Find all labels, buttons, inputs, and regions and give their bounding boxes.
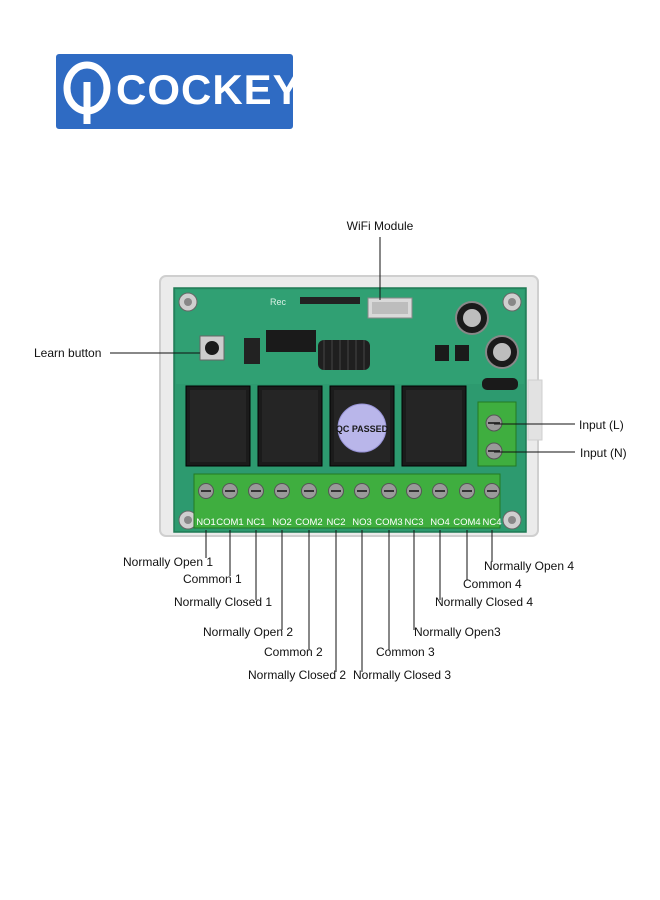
input-terminal-block: [477, 401, 517, 467]
terminal-screws: [198, 483, 500, 499]
terminal-screw: [301, 483, 317, 499]
enclosure-clip: [527, 379, 543, 441]
callout-nc2: Normally Closed 2: [248, 668, 346, 682]
callout-com1: Common 1: [183, 572, 242, 586]
capacitor: [485, 335, 519, 369]
relay-2: [257, 385, 323, 467]
terminal-screw: [484, 483, 500, 499]
terminal-label: NO3: [352, 517, 372, 528]
terminal-label: COM4: [453, 517, 480, 528]
callout-wifi-module: WiFi Module: [347, 219, 414, 233]
screw: [178, 292, 198, 312]
location-pin-icon: [63, 61, 111, 124]
antenna-coil: [318, 340, 370, 370]
jumper-block: [244, 338, 260, 364]
terminal-label: NC2: [326, 517, 345, 528]
terminal-screw: [406, 483, 422, 499]
output-terminal-block: [193, 473, 501, 529]
learn-button-component: [199, 335, 225, 361]
brand-name: COCKEY: [116, 66, 302, 113]
terminal-label: NC1: [246, 517, 265, 528]
bottom-leader-lines: [205, 530, 493, 672]
terminal-label: COM2: [295, 517, 322, 528]
relay-1: [185, 385, 251, 467]
terminal-screw: [328, 483, 344, 499]
callout-no4: Normally Open 4: [484, 559, 574, 573]
terminal-screw: [459, 483, 475, 499]
pcb-silk-text: Rec: [270, 297, 287, 307]
relay-4: [401, 385, 467, 467]
ic-chip: [266, 330, 316, 352]
callout-input-n: Input (N): [580, 446, 627, 460]
callout-input-l: Input (L): [579, 418, 624, 432]
screw: [502, 292, 522, 312]
terminal-label: NO2: [272, 517, 292, 528]
terminal-screw: [432, 483, 448, 499]
diode: [482, 378, 518, 390]
terminal-label: NC3: [404, 517, 423, 528]
brand-logo: COCKEY: [56, 54, 301, 129]
terminal-screw: [198, 483, 214, 499]
callout-nc1: Normally Closed 1: [174, 595, 272, 609]
callout-com2: Common 2: [264, 645, 323, 659]
callout-nc3: Normally Closed 3: [353, 668, 451, 682]
terminal-screw: [381, 483, 397, 499]
transistor: [435, 345, 449, 361]
terminal-label: COM3: [375, 517, 402, 528]
qc-sticker: QC PASSED: [336, 403, 389, 453]
terminal-label: NC4: [482, 517, 501, 528]
wifi-module-can: [372, 302, 408, 314]
callout-nc4: Normally Closed 4: [435, 595, 533, 609]
qc-sticker-text: QC PASSED: [336, 424, 389, 434]
terminal-label: COM1: [216, 517, 243, 528]
terminal-screw: [274, 483, 290, 499]
callout-com3: Common 3: [376, 645, 435, 659]
terminal-label: NO1: [196, 517, 216, 528]
callout-no1: Normally Open 1: [123, 555, 213, 569]
pin-header: [300, 297, 360, 304]
callout-no2: Normally Open 2: [203, 625, 293, 639]
capacitor: [455, 301, 489, 335]
terminal-screw: [222, 483, 238, 499]
terminal-screw: [248, 483, 264, 499]
transistor: [455, 345, 469, 361]
callout-com4: Common 4: [463, 577, 522, 591]
callout-learn-button: Learn button: [34, 346, 101, 360]
terminal-label: NO4: [430, 517, 450, 528]
screw: [502, 510, 522, 530]
terminal-screw: [354, 483, 370, 499]
callout-no3: Normally Open3: [414, 625, 501, 639]
